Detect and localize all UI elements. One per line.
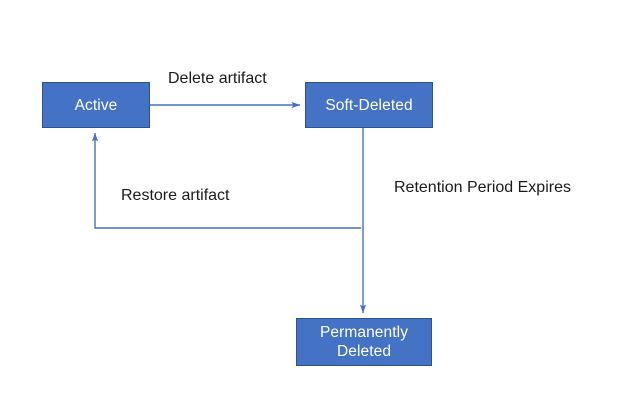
state-node-soft-deleted[interactable]: Soft-Deleted: [305, 82, 433, 128]
edge-restore-artifact-line: [91, 132, 361, 229]
state-node-permanently-deleted[interactable]: Permanently Deleted: [296, 318, 432, 366]
edge-label-restore-artifact: Restore artifact: [121, 187, 230, 204]
state-node-soft-deleted-label: Soft-Deleted: [325, 96, 413, 114]
state-node-permanently-deleted-label: Permanently Deleted: [319, 324, 409, 360]
edge-label-retention-period-expires: Retention Period Expires: [394, 179, 571, 196]
state-node-active-label: Active: [74, 96, 118, 114]
state-node-active[interactable]: Active: [42, 82, 150, 128]
edge-label-delete-artifact: Delete artifact: [168, 70, 267, 87]
